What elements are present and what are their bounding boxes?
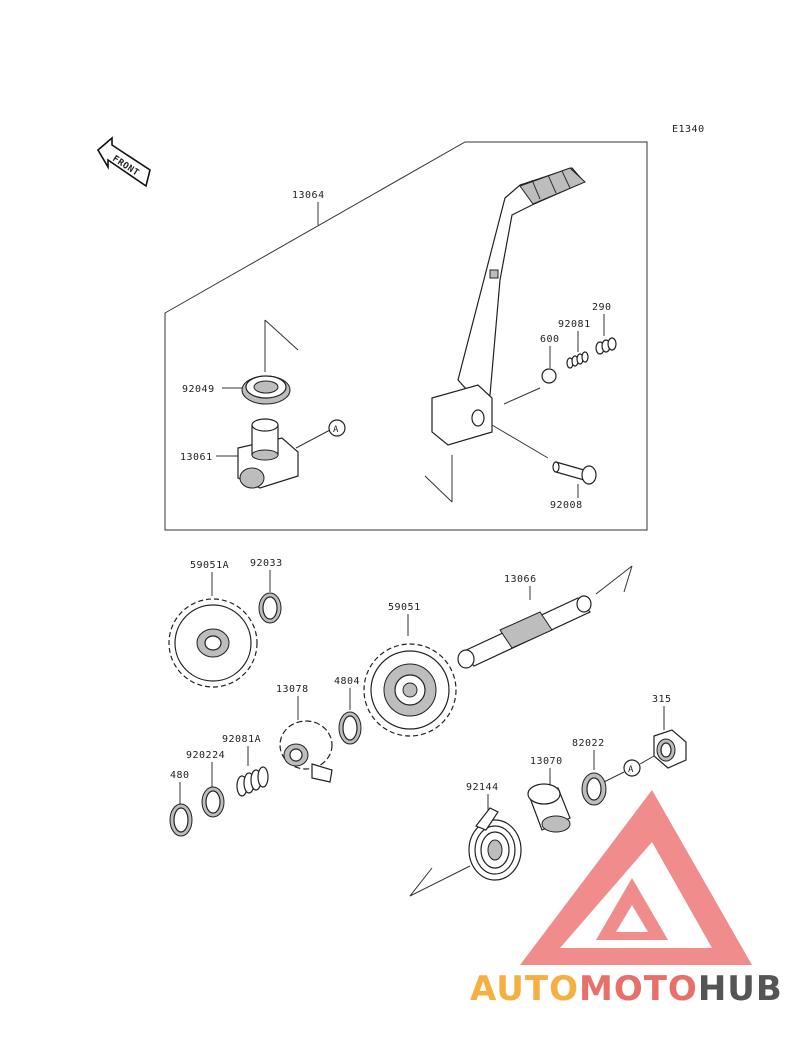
front-arrow-icon: FRONT <box>96 136 151 188</box>
nut-315 <box>653 729 687 769</box>
ref-marker-a-bottom-label: A <box>628 765 634 775</box>
label-13070: 13070 <box>530 756 563 767</box>
label-315: 315 <box>652 694 672 705</box>
label-920224: 920224 <box>186 750 225 761</box>
washer-82022 <box>581 772 607 806</box>
spring-92081A <box>236 766 269 797</box>
spring-92081 <box>566 351 589 369</box>
gear-59051A <box>168 598 258 688</box>
label-13078: 13078 <box>276 684 309 695</box>
seal-92049 <box>241 375 291 405</box>
label-92008: 92008 <box>550 500 583 511</box>
automotohub-logo <box>520 790 752 965</box>
label-13064: 13064 <box>292 190 325 201</box>
ratchet-13078 <box>279 720 333 783</box>
label-92081: 92081 <box>558 319 591 330</box>
label-4804: 4804 <box>334 676 360 687</box>
label-600: 600 <box>540 334 560 345</box>
label-59051A: 59051A <box>190 560 229 571</box>
washer-920224 <box>201 786 225 818</box>
ref-marker-a-bottom <box>623 759 641 777</box>
label-13061: 13061 <box>180 452 213 463</box>
shaft-13066 <box>457 595 592 669</box>
diagram-code: E1340 <box>672 124 705 135</box>
watermark-text: AUTOMOTOHUB <box>470 969 783 1009</box>
label-92033: 92033 <box>250 558 283 569</box>
label-13066: 13066 <box>504 574 537 585</box>
circlip-480 <box>169 803 193 837</box>
label-59051: 59051 <box>388 602 421 613</box>
washer-4804 <box>338 711 362 745</box>
spring-92144 <box>468 807 522 881</box>
ref-marker-a-top <box>328 419 346 437</box>
ball-600 <box>541 368 557 384</box>
label-480: 480 <box>170 770 190 781</box>
bolt-92008 <box>552 461 597 485</box>
label-82022: 82022 <box>572 738 605 749</box>
washer-92033 <box>258 592 282 624</box>
label-92144: 92144 <box>466 782 499 793</box>
collar-13070 <box>527 783 571 833</box>
label-290: 290 <box>592 302 612 313</box>
label-92081A: 92081A <box>222 734 261 745</box>
ref-marker-a-top-label: A <box>333 425 339 435</box>
gear-59051 <box>363 643 457 737</box>
label-92049: 92049 <box>182 384 215 395</box>
kick-pedal-lever <box>431 167 586 446</box>
shaft-13061 <box>237 418 299 489</box>
assembly-outline <box>164 141 648 531</box>
spring-290 <box>595 337 617 355</box>
